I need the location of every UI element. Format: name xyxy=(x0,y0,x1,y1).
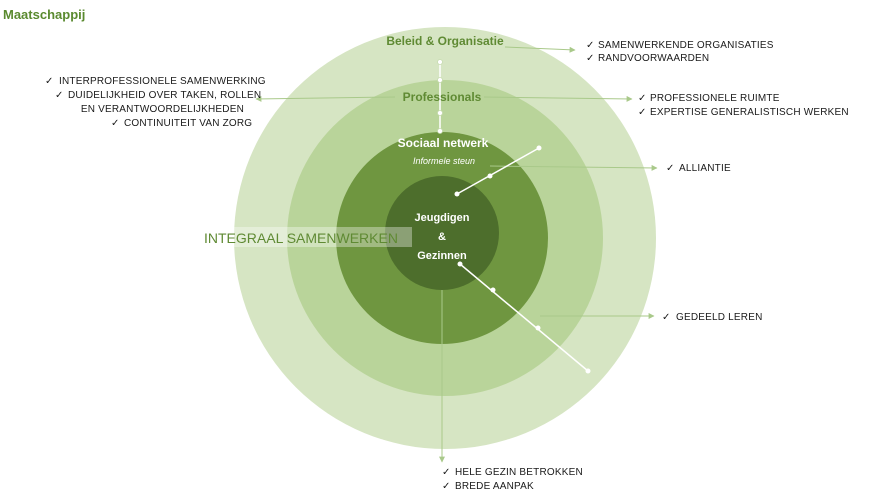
note-item: HELE GEZIN BETROKKEN xyxy=(455,467,583,478)
ring-youth-families xyxy=(385,176,499,290)
note-item: EN VERANTWOORDELIJKHEDEN xyxy=(81,104,244,115)
diagram-title: Maatschappij xyxy=(3,7,85,22)
note-item: SAMENWERKENDE ORGANISATIES xyxy=(598,40,774,51)
check-icon: ✓ xyxy=(638,93,647,104)
check-icon: ✓ xyxy=(662,312,671,323)
integral-label-background xyxy=(200,227,412,247)
core-label-youth: Jeugdigen xyxy=(414,212,469,224)
notes-professionals-left: ✓ INTERPROFESSIONELE SAMENWERKING ✓ DUID… xyxy=(45,76,266,129)
note-item: ALLIANTIE xyxy=(679,163,731,174)
connector-lines xyxy=(255,46,658,463)
note-item: CONTINUITEIT VAN ZORG xyxy=(124,118,252,129)
note-item: BREDE AANPAK xyxy=(455,481,534,492)
note-item: EXPERTISE GENERALISTISCH WERKEN xyxy=(650,107,849,118)
check-icon: ✓ xyxy=(586,40,595,51)
connector-policy xyxy=(504,46,576,53)
check-icon: ✓ xyxy=(442,481,451,492)
ring-sublabel-informal-support: Informele steun xyxy=(413,156,475,166)
note-item: PROFESSIONELE RUIMTE xyxy=(650,93,780,104)
check-icon: ✓ xyxy=(55,90,64,101)
connector-alliance xyxy=(489,164,658,171)
connector-diagonal-lower xyxy=(457,261,591,374)
note-item: DUIDELIJKHEID OVER TAKEN, ROLLEN xyxy=(68,90,261,101)
check-icon: ✓ xyxy=(45,76,54,87)
notes-professionals-right: ✓ PROFESSIONELE RUIMTE ✓ EXPERTISE GENER… xyxy=(638,93,849,118)
notes-policy: ✓ SAMENWERKENDE ORGANISATIES ✓ RANDVOORW… xyxy=(586,40,774,64)
check-icon: ✓ xyxy=(442,467,451,478)
connector-diagonal-upper xyxy=(454,145,542,197)
connector-professionals-left xyxy=(255,95,396,102)
check-icon: ✓ xyxy=(111,118,120,129)
check-icon: ✓ xyxy=(586,53,595,64)
note-item: RANDVOORWAARDEN xyxy=(598,53,709,64)
notes-shared-learning: ✓ GEDEELD LEREN xyxy=(662,312,763,323)
integral-collaboration-label: INTEGRAAL SAMENWERKEN xyxy=(204,230,398,246)
note-item: GEDEELD LEREN xyxy=(676,312,763,323)
connector-professionals-right xyxy=(483,95,633,102)
notes-alliance: ✓ ALLIANTIE xyxy=(666,163,731,174)
ring-label-professionals: Professionals xyxy=(403,90,482,104)
core-label-families: Gezinnen xyxy=(417,250,467,262)
notes-family: ✓ HELE GEZIN BETROKKEN ✓ BREDE AANPAK xyxy=(442,467,583,492)
note-item: INTERPROFESSIONELE SAMENWERKING xyxy=(59,76,266,87)
check-icon: ✓ xyxy=(638,107,647,118)
check-icon: ✓ xyxy=(666,163,675,174)
ring-label-policy: Beleid & Organisatie xyxy=(386,34,504,48)
connector-vertical-top xyxy=(437,59,443,134)
core-label-ampersand: & xyxy=(438,231,446,243)
ring-label-social-network: Sociaal netwerk xyxy=(398,136,489,150)
